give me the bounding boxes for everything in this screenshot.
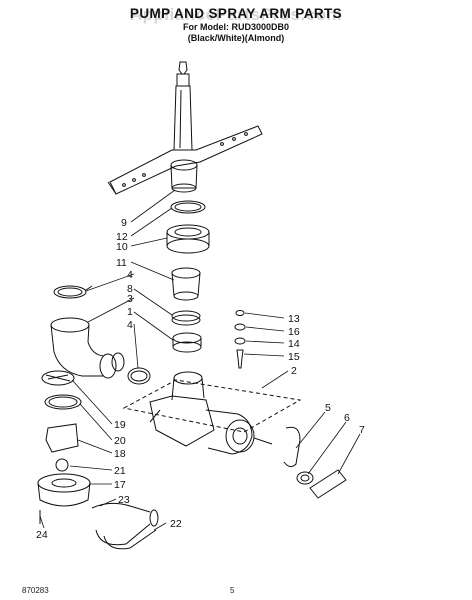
callout-2: 2 <box>291 365 297 377</box>
callout-5: 5 <box>325 402 331 414</box>
center-parts-stack <box>166 200 210 353</box>
drain-hose <box>91 502 159 550</box>
callout-13: 13 <box>288 313 300 325</box>
small-parts <box>234 310 246 369</box>
callout-17: 17 <box>114 479 126 491</box>
callout-15: 15 <box>288 351 300 363</box>
callout-9: 9 <box>121 217 127 229</box>
callout-4a: 4 <box>127 269 133 281</box>
callout-7: 7 <box>359 424 365 436</box>
header: PUMP AND SPRAY ARM PARTS For Model: RUD3… <box>0 6 472 44</box>
spray-arm-assembly <box>107 61 263 195</box>
color-line: (Black/White)(Almond) <box>187 33 285 43</box>
callout-10: 10 <box>116 241 128 253</box>
callout-3: 3 <box>127 293 133 305</box>
leader-lines <box>39 189 361 531</box>
callout-12: 12 <box>116 231 128 243</box>
callout-19: 19 <box>114 419 126 431</box>
callout-23: 23 <box>118 494 130 506</box>
callout-21: 21 <box>114 465 126 477</box>
callout-4b: 4 <box>127 319 133 331</box>
callout-14: 14 <box>288 338 300 350</box>
callout-18: 18 <box>114 448 126 460</box>
callout-20: 20 <box>114 435 126 447</box>
callout-11: 11 <box>116 257 127 269</box>
model-line: For Model: RUD3000DB0 <box>182 22 290 32</box>
callout-8: 8 <box>127 283 133 295</box>
elbow-assembly <box>50 285 151 385</box>
page-title: PUMP AND SPRAY ARM PARTS <box>129 6 343 21</box>
right-parts <box>283 426 347 499</box>
page-number: 5 <box>230 586 235 595</box>
callout-24: 24 <box>36 529 48 541</box>
callout-6: 6 <box>344 412 350 424</box>
callout-1: 1 <box>127 306 133 318</box>
callout-22: 22 <box>170 518 182 530</box>
callout-16: 16 <box>288 326 300 338</box>
callout-labels: 9 12 10 11 4 8 3 1 4 13 16 14 15 2 19 20… <box>36 217 365 541</box>
pump-motor <box>122 371 302 455</box>
left-column-parts <box>37 370 91 524</box>
footer-code: 870283 <box>22 586 49 595</box>
watermark: AppliancePartsPros.com <box>129 5 343 24</box>
